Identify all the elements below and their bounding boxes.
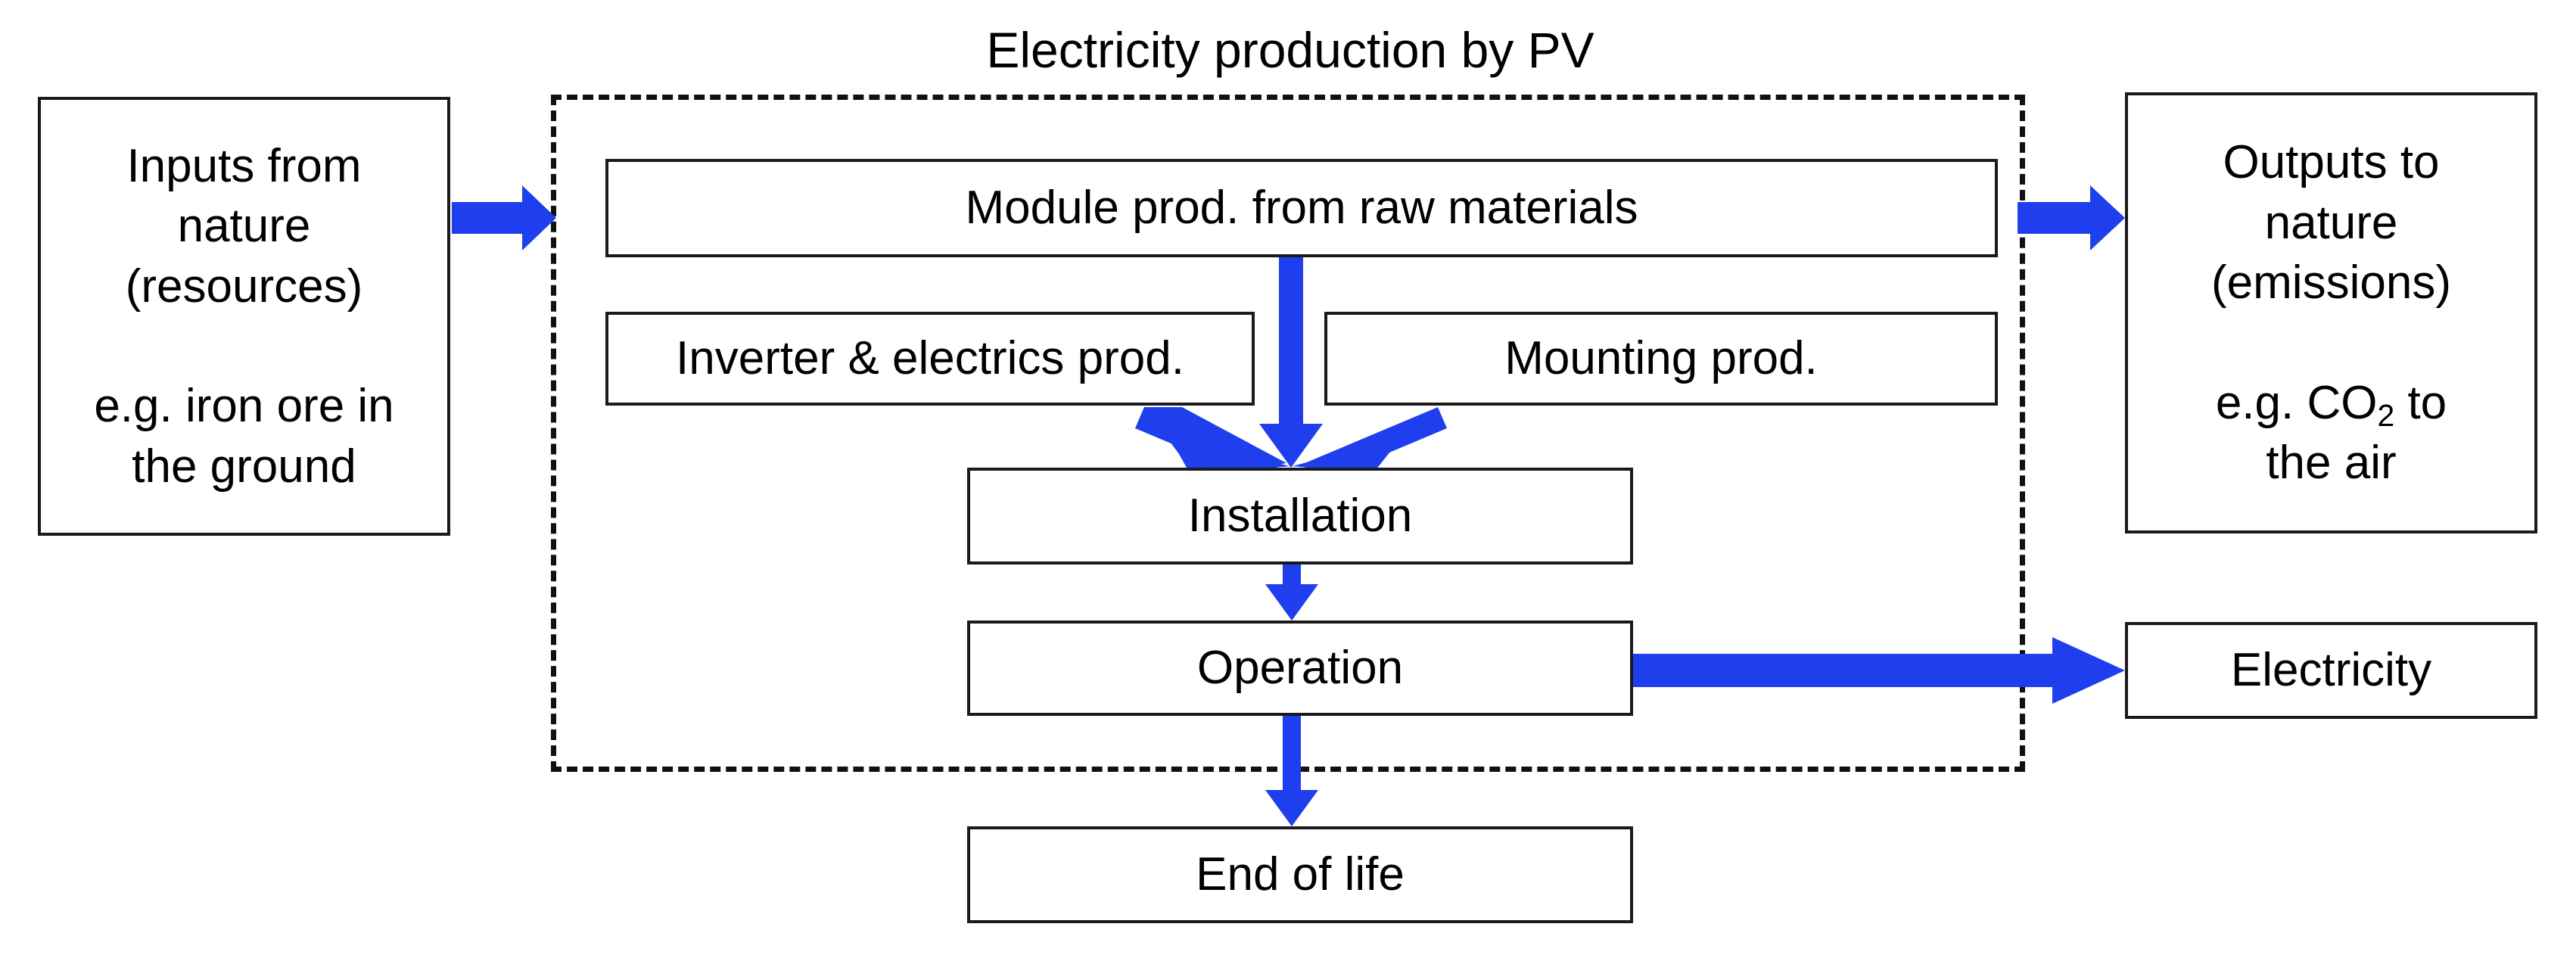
co2-suffix: to the air (2266, 376, 2447, 490)
node-mounting-prod-label: Mounting prod. (1504, 332, 1818, 385)
system-boundary-title: Electricity production by PV (986, 22, 1594, 78)
node-inverter-prod-label: Inverter & electrics prod. (676, 332, 1184, 385)
arrow-system-to-outputs (2018, 185, 2125, 250)
node-module-prod[interactable]: Module prod. from raw materials (605, 159, 1998, 257)
node-outputs-to-nature[interactable]: Outputs to nature (emissions) e.g. CO2 t… (2125, 92, 2537, 533)
node-end-of-life[interactable]: End of life (967, 826, 1633, 923)
node-outputs-to-nature-label-example: e.g. CO2 to the air (2208, 373, 2454, 493)
node-electricity[interactable]: Electricity (2125, 622, 2537, 719)
node-inverter-prod[interactable]: Inverter & electrics prod. (605, 312, 1255, 406)
arrow-inputs-to-system (452, 185, 556, 250)
node-inputs-from-nature[interactable]: Inputs from nature (resources) e.g. iron… (38, 97, 450, 536)
node-end-of-life-label: End of life (1196, 848, 1405, 901)
node-electricity-label: Electricity (2230, 644, 2432, 697)
node-inputs-from-nature-label: Inputs from nature (resources) e.g. iron… (94, 139, 394, 493)
node-installation-label: Installation (1187, 490, 1413, 543)
node-outputs-to-nature-label-primary: Outputs to nature (emissions) (2211, 136, 2451, 309)
node-module-prod-label: Module prod. from raw materials (965, 182, 1638, 235)
co2-subscript: 2 (2377, 397, 2395, 433)
node-operation-label: Operation (1196, 642, 1404, 695)
node-operation[interactable]: Operation (967, 621, 1633, 716)
node-mounting-prod[interactable]: Mounting prod. (1324, 312, 1998, 406)
node-installation[interactable]: Installation (967, 468, 1633, 565)
co2-prefix: e.g. CO (2215, 376, 2378, 429)
